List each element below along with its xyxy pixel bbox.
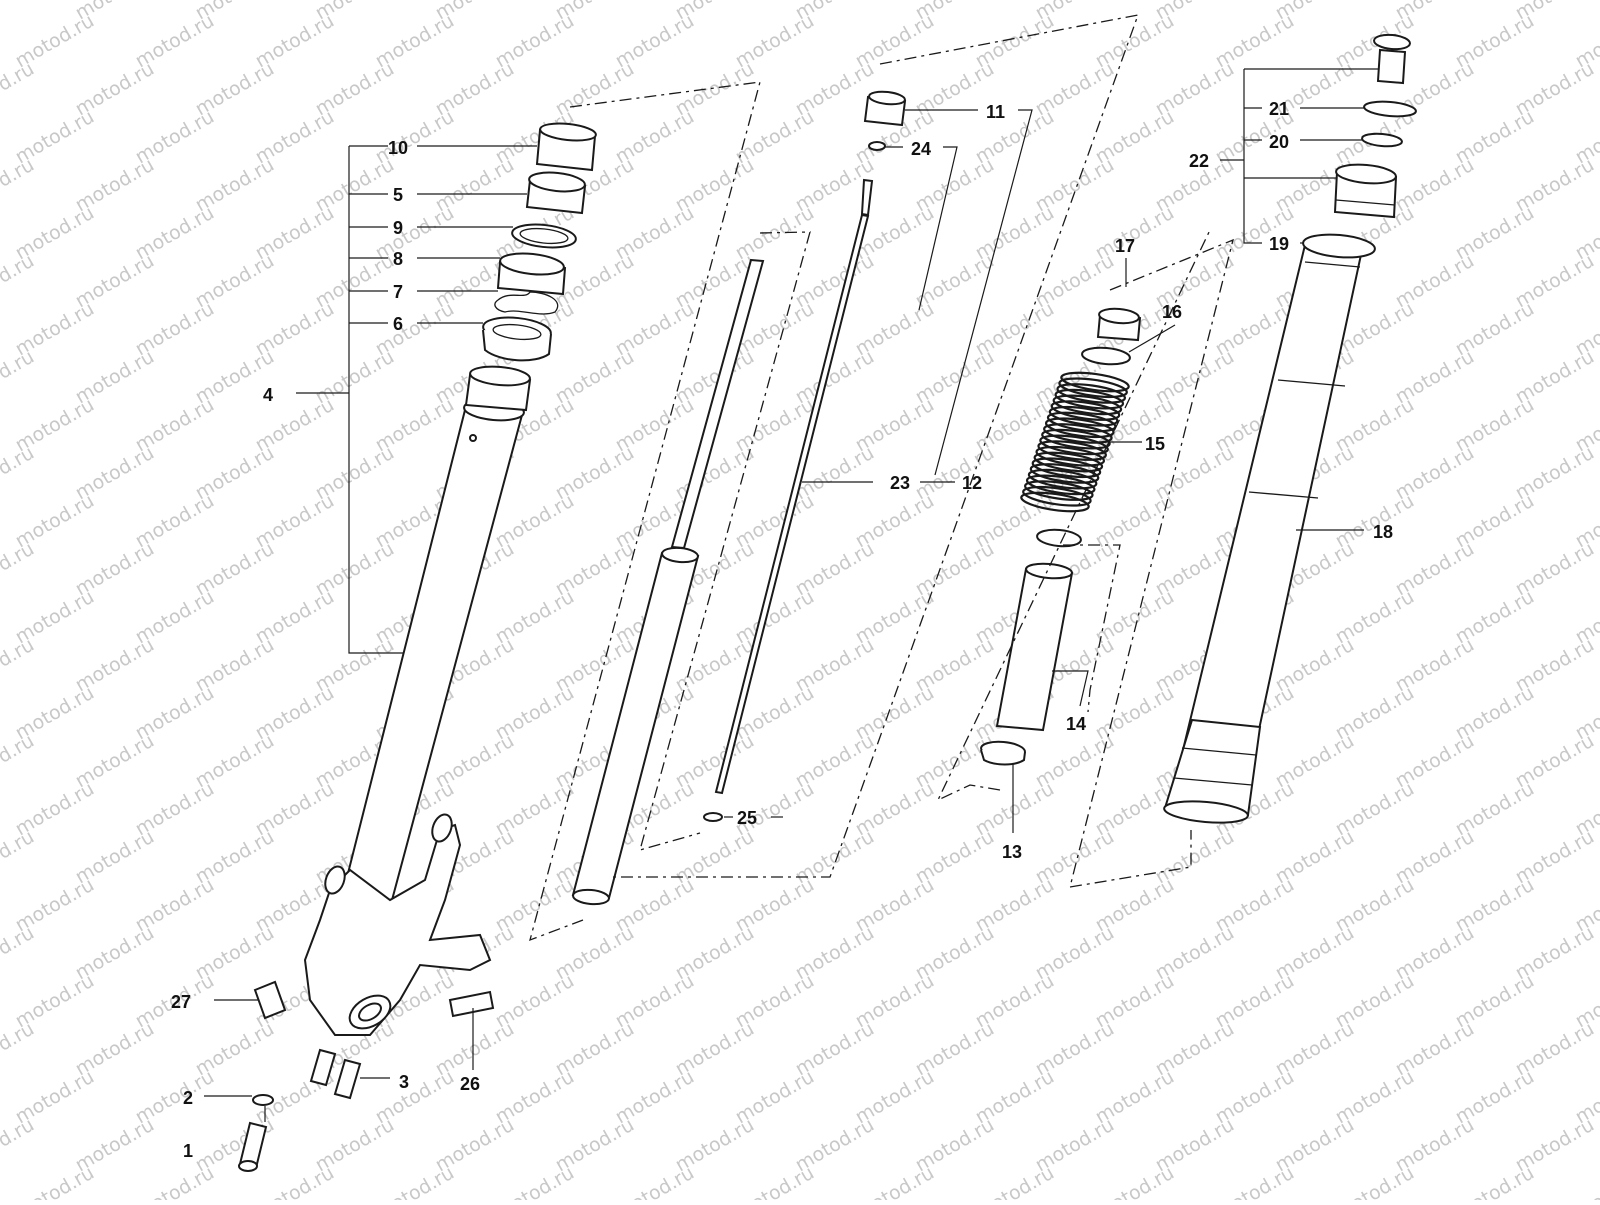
watermark-text: motod.ru xyxy=(852,1162,938,1200)
o-ring-25 xyxy=(704,813,722,821)
watermark-text: motod.ru xyxy=(0,538,38,601)
watermark-text: motod.ru xyxy=(1452,1162,1538,1200)
callout-9: 9 xyxy=(393,218,403,238)
callout-19: 19 xyxy=(1269,234,1289,254)
callout-16: 16 xyxy=(1162,302,1182,322)
callout-24: 24 xyxy=(911,139,931,159)
watermark-text: motod.ru xyxy=(612,1162,698,1200)
sleeve-14 xyxy=(997,569,1072,730)
watermark-text: motod.ru xyxy=(732,1162,818,1200)
watermark-text: motod.ru xyxy=(0,634,38,697)
watermark-text: motod.ru xyxy=(0,442,38,505)
adjuster-plug xyxy=(1378,50,1405,83)
watermark-text: motod.ru xyxy=(0,922,38,985)
o-ring-24 xyxy=(869,142,885,150)
watermark-text: motod.ru xyxy=(1212,1162,1298,1200)
callout-6: 6 xyxy=(393,314,403,334)
callout-10: 10 xyxy=(388,138,408,158)
damper-tube xyxy=(573,553,698,898)
callout-7: 7 xyxy=(393,282,403,302)
watermark-text: motod.ru xyxy=(12,1162,98,1200)
watermark-text: motod.ru xyxy=(0,826,38,889)
label-26 xyxy=(450,992,493,1016)
watermark-text: motod.ru xyxy=(0,58,38,121)
callout-17: 17 xyxy=(1115,236,1135,256)
callout-22: 22 xyxy=(1189,151,1209,171)
callout-2: 2 xyxy=(183,1088,193,1108)
watermark-text: motod.ru xyxy=(492,1162,578,1200)
callout-11: 11 xyxy=(986,102,1005,122)
callout-5: 5 xyxy=(393,185,403,205)
callout-8: 8 xyxy=(393,249,403,269)
callout-21: 21 xyxy=(1269,99,1289,119)
callout-3: 3 xyxy=(399,1072,409,1092)
callout-15: 15 xyxy=(1145,434,1165,454)
watermark-text: motod.ru xyxy=(0,154,38,217)
callout-13: 13 xyxy=(1002,842,1022,862)
watermark-text: motod.ru xyxy=(972,1162,1058,1200)
callout-20: 20 xyxy=(1269,132,1289,152)
damper-group xyxy=(572,90,905,905)
watermark-text: motod.ru xyxy=(1332,1162,1418,1200)
watermark-text: motod.ru xyxy=(0,1018,38,1081)
callout-1: 1 xyxy=(183,1141,193,1161)
watermark-text: motod.ru xyxy=(252,1162,338,1200)
watermark-text: motod.ru xyxy=(132,1162,218,1200)
callout-18: 18 xyxy=(1373,522,1393,542)
watermark-text: motod.ru xyxy=(0,0,38,24)
callout-25: 25 xyxy=(737,808,757,828)
callout-27: 27 xyxy=(171,992,191,1012)
watermark-text: motod.ru xyxy=(0,250,38,313)
callout-12: 12 xyxy=(962,473,982,493)
callout-26: 26 xyxy=(460,1074,480,1094)
watermark-text: motod.ru xyxy=(0,1114,38,1177)
watermark-text: motod.ru xyxy=(1092,1162,1178,1200)
watermark-text: motod.ru xyxy=(0,730,38,793)
callout-23: 23 xyxy=(890,473,910,493)
watermark-text: motod.ru xyxy=(0,346,38,409)
watermark-text: motod.ru xyxy=(372,1162,458,1200)
watermark-text: motod.ru xyxy=(1572,1162,1600,1200)
washer-2 xyxy=(253,1095,273,1105)
callout-14: 14 xyxy=(1066,714,1086,734)
boot xyxy=(1165,720,1260,815)
callout-4: 4 xyxy=(263,385,273,405)
